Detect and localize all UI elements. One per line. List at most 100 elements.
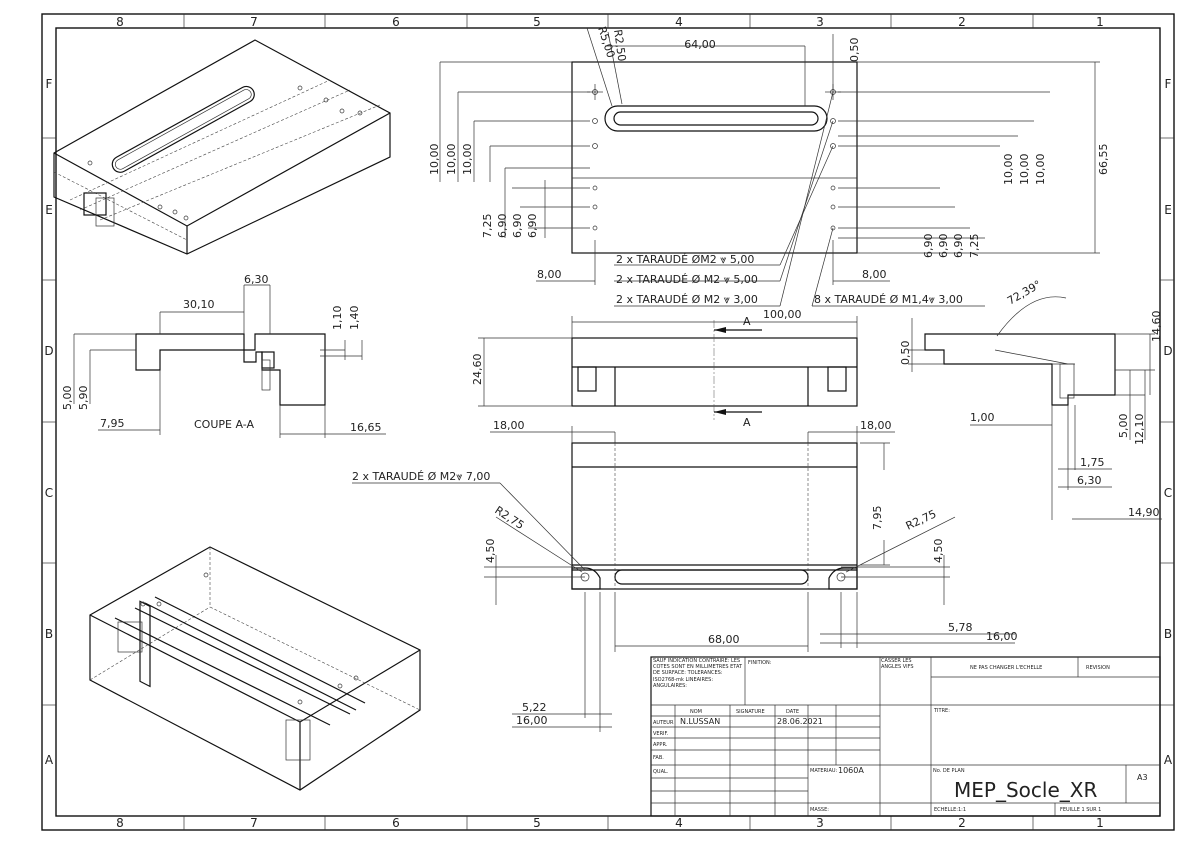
dim-bot-18-a: 18,00 (493, 419, 525, 432)
dim-top-6-9-d: 6,90 (922, 234, 935, 259)
dim-side-0-5: 0,50 (899, 341, 912, 366)
tb-row-appr: APPR. (653, 742, 668, 748)
tb-format: A3 (1137, 773, 1148, 782)
top-view-dimension-lines (439, 27, 1100, 307)
tb-author: N.LUSSAN (680, 717, 720, 726)
dim-front-24-6: 24,60 (471, 354, 484, 386)
side-view: 72,39° 14,60 0,50 1,00 5,00 12,10 1,75 6… (899, 278, 1163, 520)
zone-row-c-left: C (45, 486, 53, 500)
zone-col-4-top: 4 (675, 15, 683, 29)
dim-top-10-e: 10,00 (1018, 154, 1031, 186)
dim-side-6-3: 6,30 (1077, 474, 1102, 487)
dim-sec-1-1: 1,10 (331, 306, 344, 331)
callout-tapped-m2-5-a: 2 x TARAUDÉ ØM2 ⩔ 5,00 (616, 253, 754, 266)
dim-top-6-9-b: 6,90 (511, 214, 524, 239)
dim-bot-5-78: 5,78 (948, 621, 973, 634)
zone-col-5-top: 5 (533, 15, 541, 29)
dim-top-64: 64,00 (684, 38, 716, 51)
dim-side-14-6: 14,60 (1150, 311, 1163, 343)
tb-col-nom: NOM (690, 709, 702, 715)
dim-bot-r2-75-a: R2,75 (492, 504, 526, 532)
section-mark-a-bottom: A (743, 416, 751, 429)
dim-front-100: 100,00 (763, 308, 802, 321)
dim-sec-7-95: 7,95 (100, 417, 125, 430)
section-dimension-lines (73, 284, 386, 438)
bottom-dimension-lines (352, 426, 1015, 732)
tb-date: 28.06.2021 (777, 717, 823, 726)
dim-top-6-9-f: 6,90 (952, 234, 965, 259)
zone-col-3-top: 3 (816, 15, 824, 29)
dim-bot-16-a: 16,00 (986, 630, 1018, 643)
tb-casser-angles: CASSER LES ANGLES VIFS (881, 658, 914, 670)
top-view: 64,00 R5,00 R2,50 0,50 10,00 10,00 10,00… (428, 25, 1110, 307)
zone-col-7-bottom: 7 (250, 816, 258, 830)
callout-tapped-m2-3: 2 x TARAUDÉ Ø M2 ⩔ 3,00 (616, 293, 758, 306)
zone-row-a-right: A (1164, 753, 1173, 767)
dim-bot-r2-75-b: R2,75 (904, 507, 939, 532)
zone-col-1-top: 1 (1096, 15, 1104, 29)
dim-bot-16-b: 16,00 (516, 714, 548, 727)
dim-side-5: 5,00 (1117, 414, 1130, 439)
dim-top-10-d: 10,00 (1002, 154, 1015, 186)
isometric-view-bottom (89, 546, 421, 791)
zone-col-2-bottom: 2 (958, 816, 966, 830)
zone-labels: 8 7 6 5 4 3 2 1 8 7 6 5 4 3 2 1 F E D C … (44, 15, 1173, 830)
zone-col-7-top: 7 (250, 15, 258, 29)
dim-bot-68: 68,00 (708, 633, 740, 646)
zone-row-e-right: E (1164, 203, 1172, 217)
dim-bot-4-5-b: 4,50 (932, 539, 945, 564)
section-label: COUPE A-A (194, 418, 254, 431)
zone-col-1-bottom: 1 (1096, 816, 1104, 830)
section-mark-a-top: A (743, 315, 751, 328)
zone-col-8-top: 8 (116, 15, 124, 29)
dim-bot-18-b: 18,00 (860, 419, 892, 432)
dim-sec-5-9: 5,90 (77, 386, 90, 411)
dim-top-7-25-a: 7,25 (481, 214, 494, 239)
dim-side-14-9: 14,90 (1128, 506, 1160, 519)
tb-col-date: DATE (786, 709, 799, 715)
dim-side-1-75: 1,75 (1080, 456, 1105, 469)
tb-row-qual: QUAL. (653, 769, 669, 775)
tb-row-auteur: AUTEUR (653, 720, 674, 726)
tb-feuille: FEUILLE 1 SUR 1 (1060, 807, 1101, 813)
tb-col-signature: SIGNATURE (736, 709, 765, 715)
zone-row-e-left: E (45, 203, 53, 217)
dim-side-12-1: 12,10 (1133, 414, 1146, 446)
dim-bot-4-5-a: 4,50 (484, 539, 497, 564)
tb-row-verif: VERIF. (653, 731, 669, 737)
zone-col-3-bottom: 3 (816, 816, 824, 830)
zone-row-b-right: B (1164, 627, 1172, 641)
dim-top-6-9-c: 6,90 (526, 214, 539, 239)
callout-tapped-m1-4: 8 x TARAUDÉ Ø M1,4⩔ 3,00 (814, 293, 963, 306)
dim-top-0-5: 0,50 (848, 38, 861, 63)
tb-echelle: ECHELLE:1:1 (934, 807, 966, 813)
zone-row-c-right: C (1164, 486, 1172, 500)
tb-row-fab: FAB. (653, 755, 664, 761)
zone-col-2-top: 2 (958, 15, 966, 29)
front-view: A A 100,00 24,60 (471, 308, 858, 429)
dim-sec-6-3: 6,30 (244, 273, 269, 286)
zone-col-6-bottom: 6 (392, 816, 400, 830)
dim-top-66-55: 66,55 (1097, 144, 1110, 176)
tb-masse: MASSE: (810, 807, 829, 813)
dim-top-8-b: 8,00 (862, 268, 887, 281)
drawing-frame (41, 13, 1175, 831)
dim-top-8-a: 8,00 (537, 268, 562, 281)
dim-top-10-a: 10,00 (428, 144, 441, 176)
tb-revision: REVISION (1086, 665, 1110, 671)
tb-general-notes: SAUF INDICATION CONTRAIRE: LES COTES SON… (653, 658, 742, 689)
top-view-slot-inner (613, 111, 819, 126)
tb-titre: TITRE: (933, 708, 950, 714)
tb-no-plan-label: No. DE PLAN (933, 768, 965, 774)
tb-materiau: 1060A (838, 766, 864, 775)
bottom-view-slot (614, 569, 809, 585)
top-view-slot-outer (604, 105, 828, 132)
zone-row-f-left: F (46, 77, 53, 91)
dim-sec-5: 5,00 (61, 386, 74, 411)
dim-sec-16-65: 16,65 (350, 421, 382, 434)
callout-tapped-m2-7: 2 x TARAUDÉ Ø M2⩔ 7,00 (352, 470, 490, 483)
dim-side-angle: 72,39° (1005, 278, 1044, 308)
dim-top-7-25-b: 7,25 (968, 234, 981, 259)
section-view-a-a: 6,30 30,10 1,10 1,40 5,00 5,90 7,95 16,6… (61, 273, 386, 438)
